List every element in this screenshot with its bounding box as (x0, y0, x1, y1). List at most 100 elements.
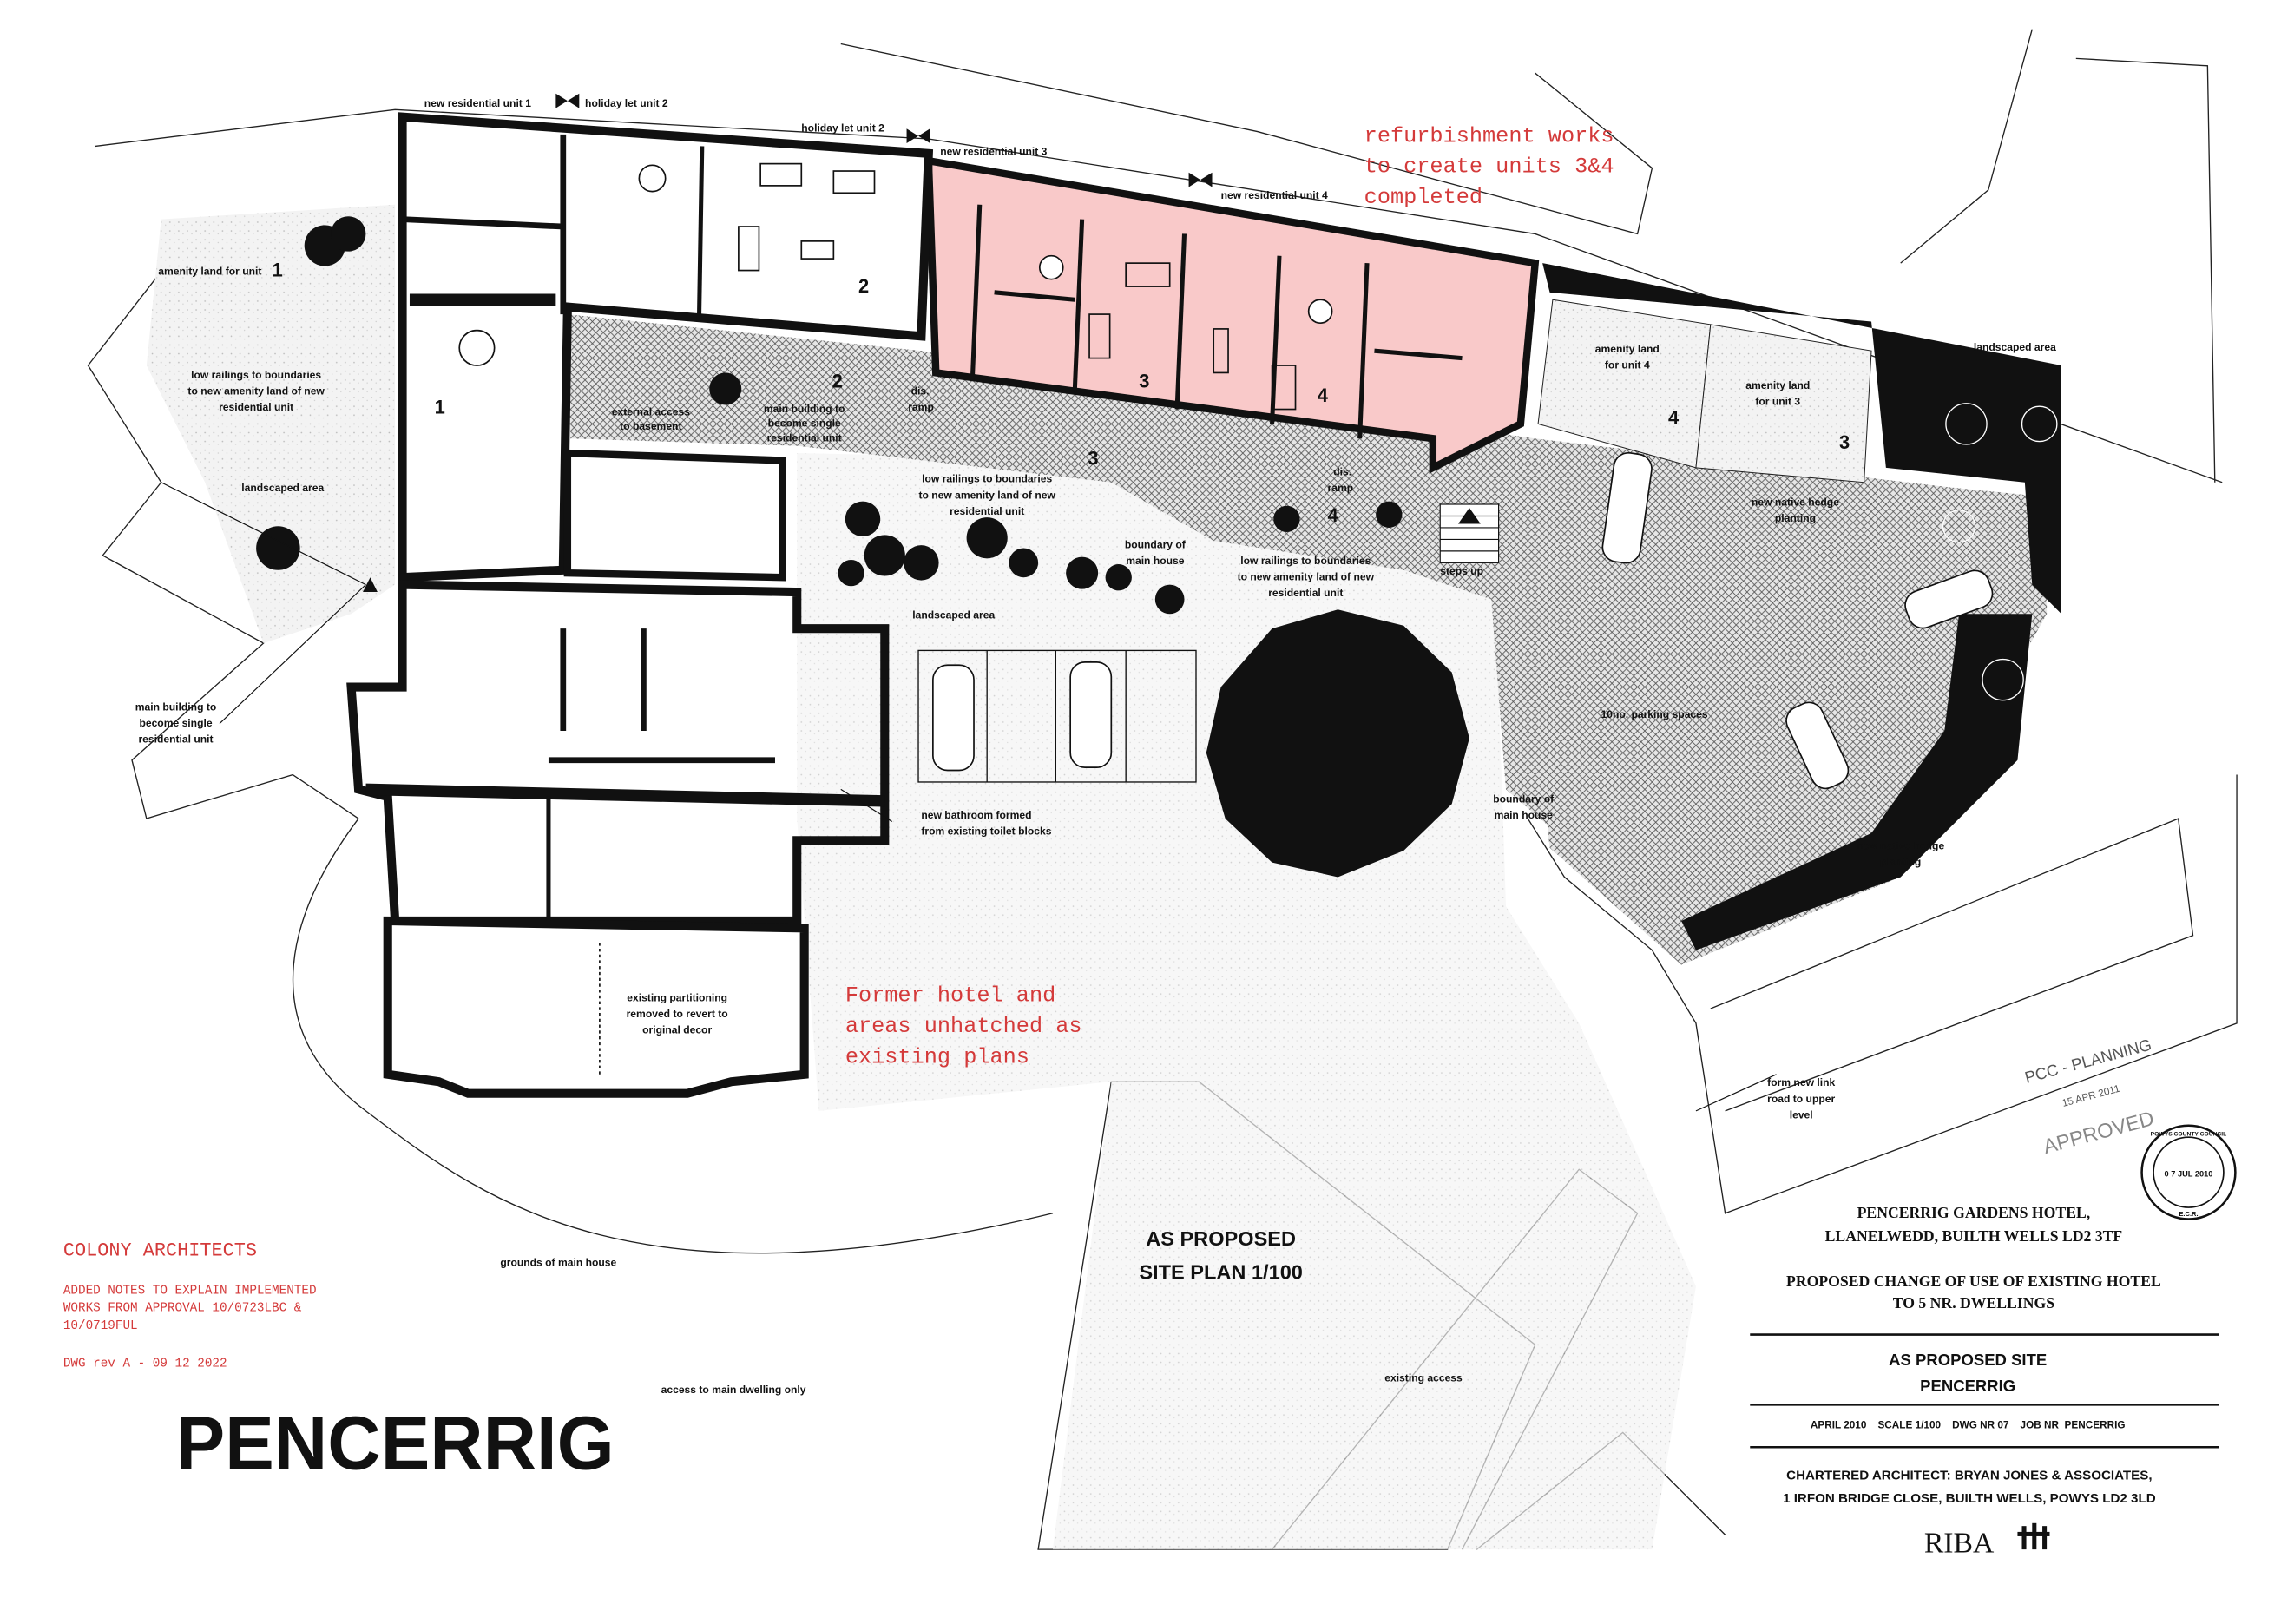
railings-right-1: low railings to boundaries (1240, 555, 1371, 567)
dining-table-unit-4 (1307, 299, 1333, 325)
boundary-main-1b: main house (1126, 555, 1185, 567)
main-building-left-2: become single (139, 717, 212, 729)
label-new-unit-1: new residential unit 1 (424, 97, 531, 109)
main-building-mid-1: main building to (764, 403, 845, 415)
dining-table-unit-1 (458, 329, 496, 366)
unit-number: 3 (1088, 448, 1098, 470)
label-holiday-let-2b: holiday let unit 2 (801, 122, 884, 135)
hedge-1a: new native hedge (1752, 496, 1839, 509)
architect-2: 1 IRFON BRIDGE CLOSE, BUILTH WELLS, POWY… (1783, 1491, 2156, 1506)
former-note-line-1: Former hotel and (845, 983, 1055, 1009)
label-holiday-let-2a: holiday let unit 2 (585, 97, 668, 109)
added-notes-line-1: ADDED NOTES TO EXPLAIN IMPLEMENTED (63, 1284, 317, 1298)
refurb-note-line-3: completed (1364, 185, 1482, 210)
description-1: PROPOSED CHANGE OF USE OF EXISTING HOTEL (1786, 1272, 2161, 1290)
railings-mid-1: low railings to boundaries (922, 473, 1052, 485)
council-stamp: POWYS COUNTY COUNCIL 0 7 JUL 2010 E.C.R. (2140, 1124, 2237, 1220)
parking-label: 10no. parking spaces (1601, 708, 1707, 720)
partitioning-1: existing partitioning (627, 992, 727, 1004)
unit-number: 1 (435, 397, 445, 418)
plan-title-line-2: SITE PLAN 1/100 (1139, 1261, 1303, 1284)
added-notes-line-3: 10/0719FUL (63, 1319, 138, 1333)
partitioning-3: original decor (642, 1024, 712, 1036)
boundary-main-2a: boundary of (1493, 793, 1555, 805)
hedge-1b: planting (1775, 512, 1816, 524)
riba-crest-icon (2017, 1522, 2050, 1550)
refurb-note-line-1: refurbishment works (1364, 123, 1614, 148)
external-access-2: to basement (620, 420, 681, 432)
amenity-unit-1-label: amenity land for unit (158, 266, 261, 278)
main-building-left-1: main building to (135, 700, 217, 713)
railings-right-2: to new amenity land of new (1238, 571, 1375, 583)
architect-1: CHARTERED ARCHITECT: BRYAN JONES & ASSOC… (1786, 1468, 2152, 1483)
railings-mid-2: to new amenity land of new (918, 489, 1055, 501)
dis-ramp-2a: dis. (1333, 465, 1351, 477)
unit-number: 3 (1139, 370, 1149, 391)
access-main-label: access to main dwelling only (661, 1384, 806, 1396)
hedge-native-right (1681, 614, 2033, 950)
link-road-1: form new link (1767, 1076, 1835, 1088)
project-name-1: PENCERRIG GARDENS HOTEL, (1857, 1204, 2091, 1221)
railings-left-3: residential unit (219, 401, 293, 413)
landscaped-right: landscaped area (1974, 341, 2056, 353)
label-new-unit-3: new residential unit 3 (940, 146, 1047, 158)
former-note-line-3: existing plans (845, 1044, 1029, 1069)
unit-numbers: 1 2 2 3 4 3 4 4 3 (435, 275, 1850, 526)
landscaped-shrubs-right (1942, 403, 2058, 701)
car-icons (932, 451, 1994, 790)
plan-title-line-1: AS PROPOSED (1146, 1227, 1296, 1250)
title-block: PENCERRIG GARDENS HOTEL, LLANELWEDD, BUI… (1750, 1204, 2219, 1559)
dining-table-unit-3 (1038, 254, 1064, 280)
unit-number: 2 (858, 275, 869, 297)
amenity-unit-4-2: for unit 4 (1605, 358, 1650, 371)
riba-logo-text: RIBA (1924, 1527, 1995, 1559)
leader-lines (161, 482, 1777, 1112)
council-stamp-initials: E.C.R. (2179, 1210, 2198, 1218)
main-building-mid-3: residential unit (767, 432, 842, 444)
grounds-label: grounds of main house (500, 1256, 616, 1268)
steps-up-label: steps up (1440, 565, 1483, 577)
drawing-meta: APRIL 2010 SCALE 1/100 DWG NR 07 JOB NR … (1811, 1419, 2126, 1430)
railings-left-2: to new amenity land of new (187, 385, 325, 398)
amenity-land-unit-1 (146, 204, 396, 643)
drawing-title-1: AS PROPOSED SITE (1889, 1351, 2047, 1369)
dis-ramp-1b: ramp (908, 401, 934, 413)
dining-table-unit-2 (638, 164, 667, 193)
main-hotel-building (346, 449, 890, 1098)
units-3-4-interior-walls (970, 204, 1463, 439)
refurb-note-line-2: to create units 3&4 (1364, 155, 1614, 180)
approved-stamp: APPROVED (2041, 1107, 2156, 1158)
bathroom-1: new bathroom formed (921, 809, 1031, 821)
big-title: PENCERRIG (176, 1400, 615, 1485)
drawing-title-2: PENCERRIG (1920, 1377, 2015, 1395)
main-building-mid-2: become single (768, 418, 841, 430)
main-building-left-3: residential unit (138, 733, 213, 746)
bathroom-2: from existing toilet blocks (921, 825, 1051, 838)
planning-stamp: PCC - PLANNING 15 APR 2011 APPROVED (2022, 1036, 2156, 1158)
colony-architects-note: COLONY ARCHITECTS ADDED NOTES TO EXPLAIN… (63, 1240, 317, 1371)
parking-bays (917, 649, 1197, 783)
amenity-land-unit-3 (1695, 324, 1872, 483)
landscaped-mid: landscaped area (912, 608, 995, 621)
furniture (738, 162, 1297, 411)
boundary-main-2b: main house (1495, 809, 1554, 821)
colony-title: COLONY ARCHITECTS (63, 1240, 257, 1262)
railings-left-1: low railings to boundaries (191, 369, 321, 381)
partitioning-2: removed to revert to (627, 1008, 728, 1020)
refurbishment-note: refurbishment works to create units 3&4 … (1364, 123, 1614, 210)
steps-up (1439, 503, 1500, 563)
link-road-2: road to upper (1767, 1093, 1835, 1105)
hedge-2b: planting (1880, 856, 1921, 868)
grounds-area (797, 453, 1696, 1550)
added-notes-line-2: WORKS FROM APPROVAL 10/0723LBC & (63, 1302, 302, 1316)
unit-number: 2 (832, 370, 843, 391)
former-hotel-note: Former hotel and areas unhatched as exis… (845, 983, 1082, 1070)
plan-annotations: amenity land for unit 1 low railings to … (135, 259, 2056, 1396)
external-access-1: external access (612, 405, 690, 418)
amenity-unit-3-2: for unit 3 (1755, 395, 1800, 407)
link-road-3: level (1790, 1108, 1813, 1121)
unit-number: 3 (1839, 431, 1850, 453)
revision-note: DWG rev A - 09 12 2022 (63, 1358, 227, 1371)
section-arrow-left (363, 577, 378, 593)
